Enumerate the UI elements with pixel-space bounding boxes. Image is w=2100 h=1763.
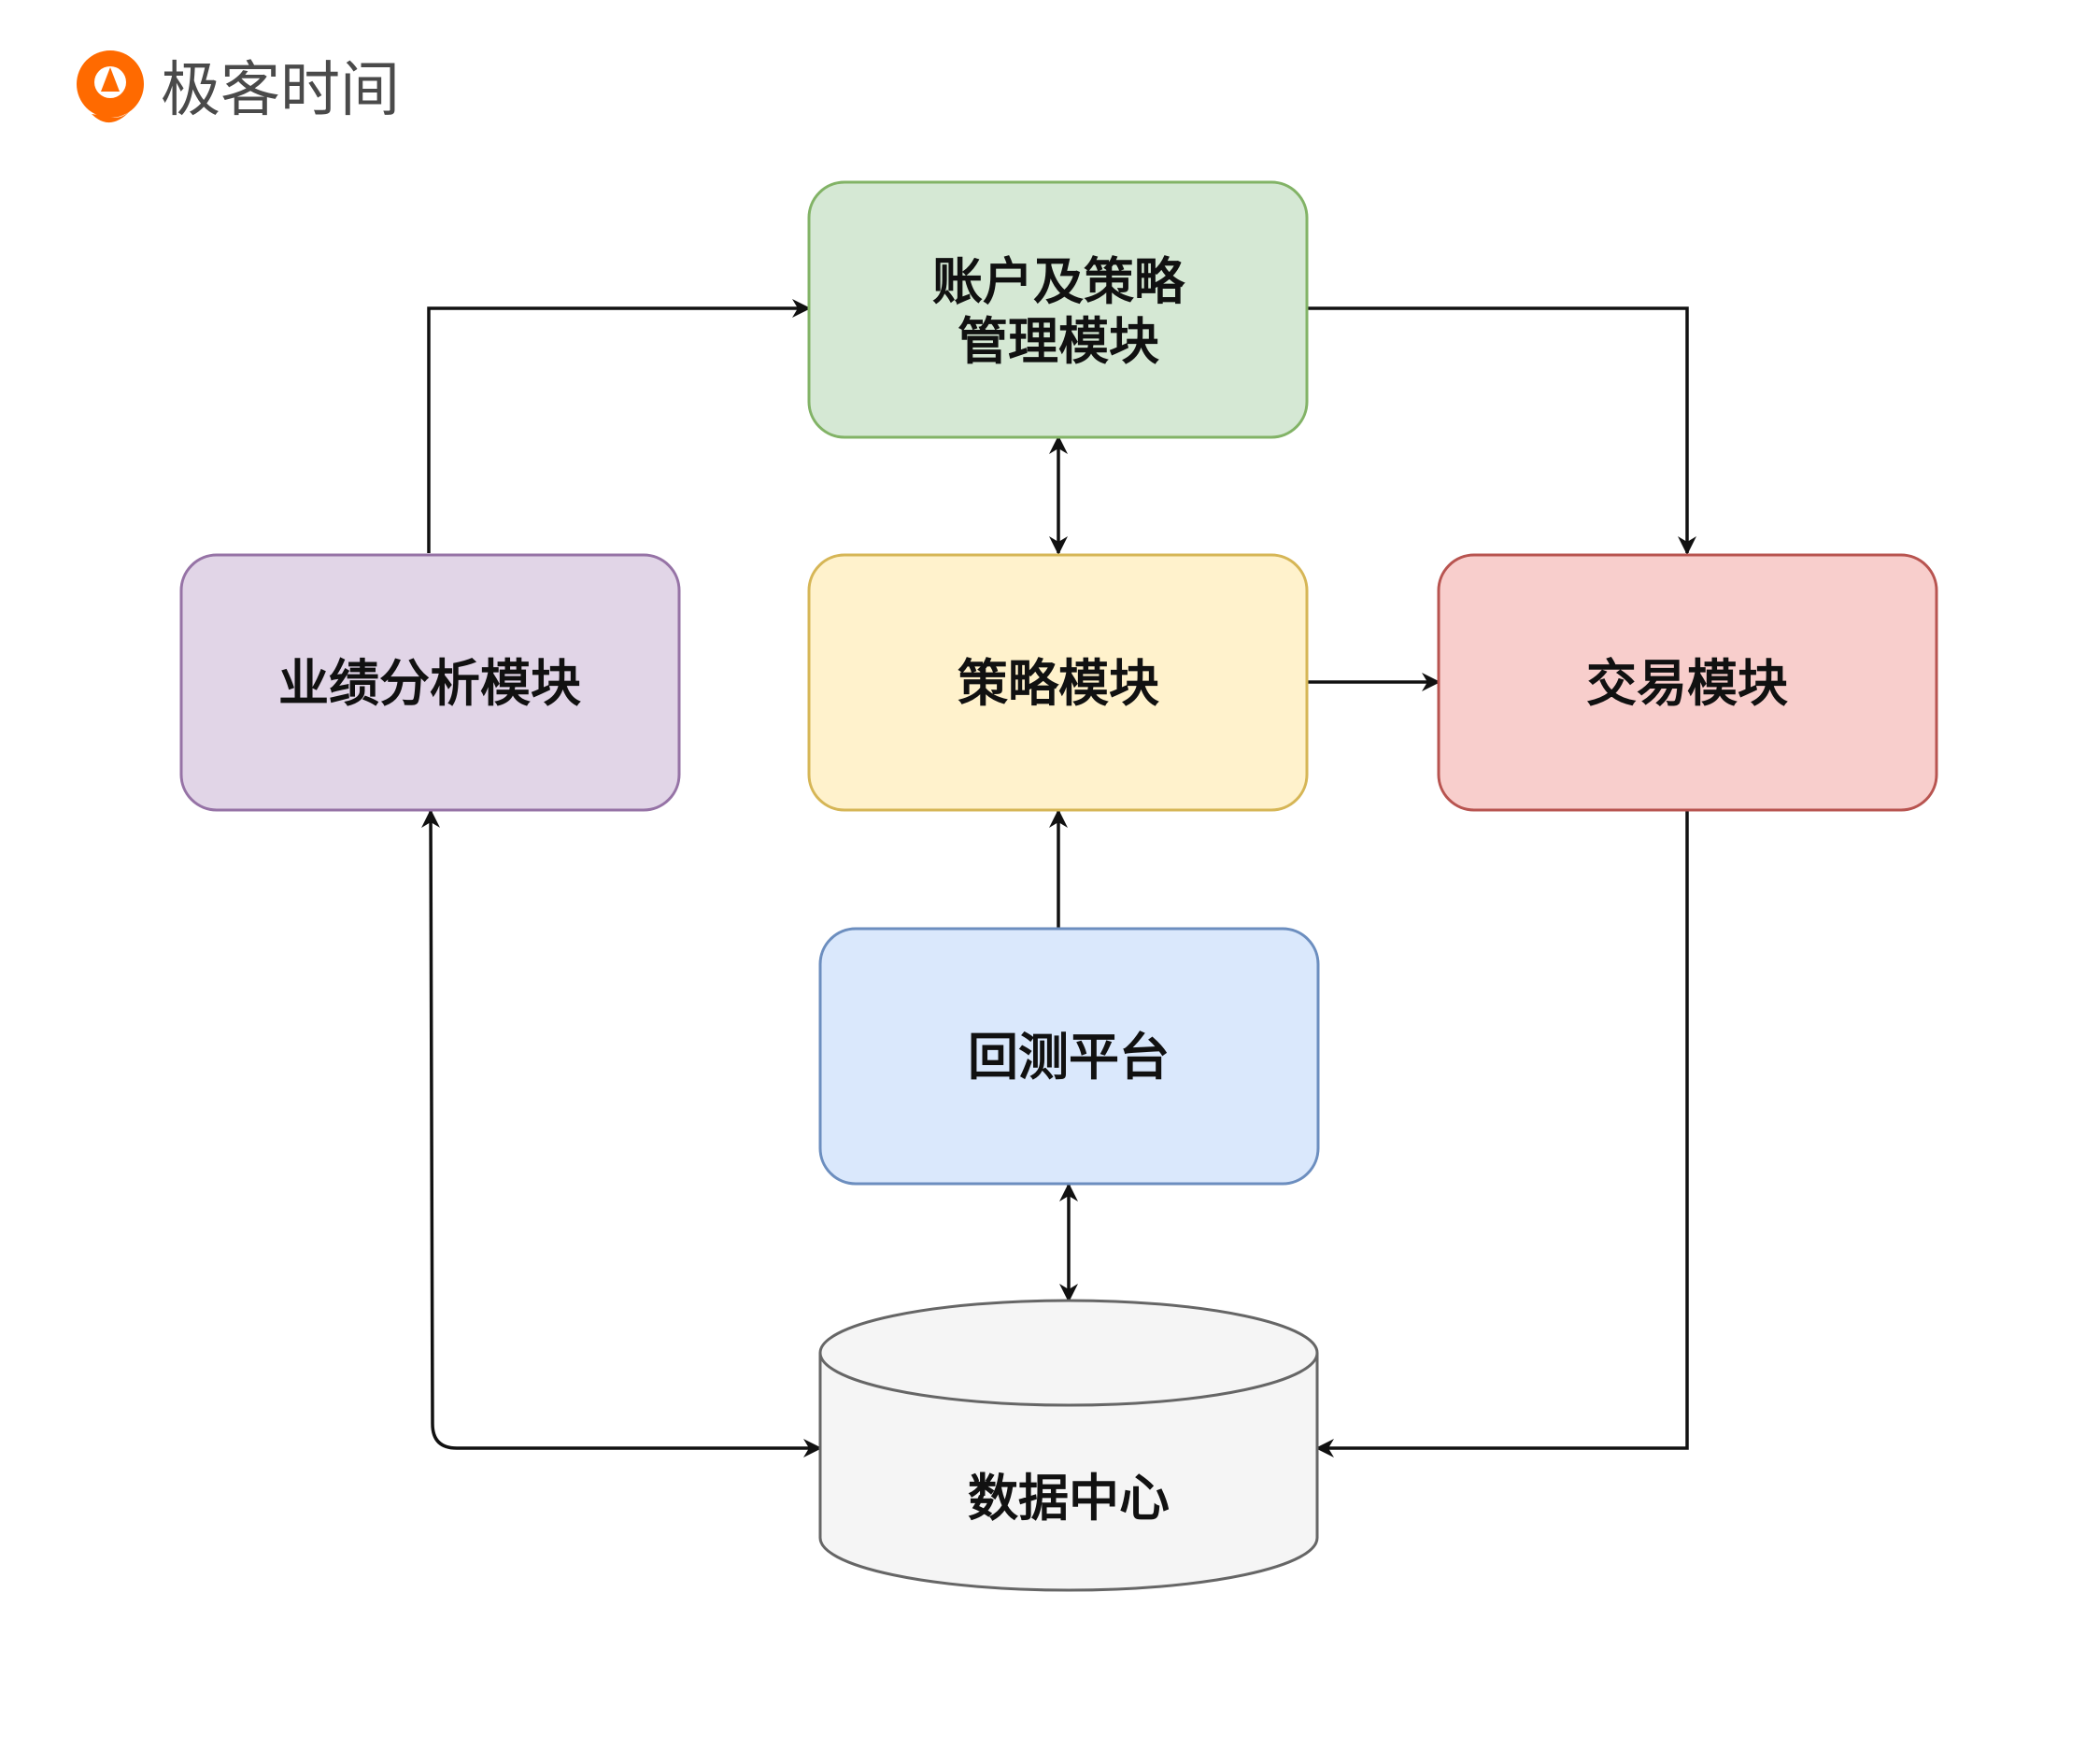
logo-text: 极客时间	[161, 56, 400, 125]
node-account-line2: 管理模块	[958, 312, 1159, 371]
node-performance-analysis[interactable]: 业绩分析模块	[179, 553, 681, 812]
geektime-logo-icon	[77, 50, 144, 123]
node-strategy-label: 策略模块	[958, 654, 1159, 713]
edge-account-to-trading	[1307, 306, 1696, 555]
logo: 极客时间	[77, 50, 400, 125]
node-backtest-platform[interactable]: 回测平台	[818, 927, 1320, 1186]
node-backtest-label: 回测平台	[968, 1028, 1170, 1087]
edges	[421, 299, 1696, 1457]
node-data-center[interactable]: 数据中心	[818, 1299, 1319, 1592]
node-trading[interactable]: 交易模块	[1437, 553, 1938, 812]
node-performance-label: 业绩分析模块	[278, 654, 581, 713]
edge-trading-to-datacenter	[1315, 811, 1689, 1457]
node-account-strategy-management[interactable]: 账户及策略 管理模块	[807, 180, 1309, 439]
edge-performance-to-account	[427, 299, 811, 553]
node-trading-label: 交易模块	[1586, 654, 1788, 713]
node-datacenter-label: 数据中心	[968, 1469, 1170, 1528]
node-strategy[interactable]: 策略模块	[807, 553, 1309, 812]
node-account-line1: 账户及策略	[932, 252, 1185, 311]
edge-datacenter-performance-bidirectional	[421, 809, 822, 1457]
